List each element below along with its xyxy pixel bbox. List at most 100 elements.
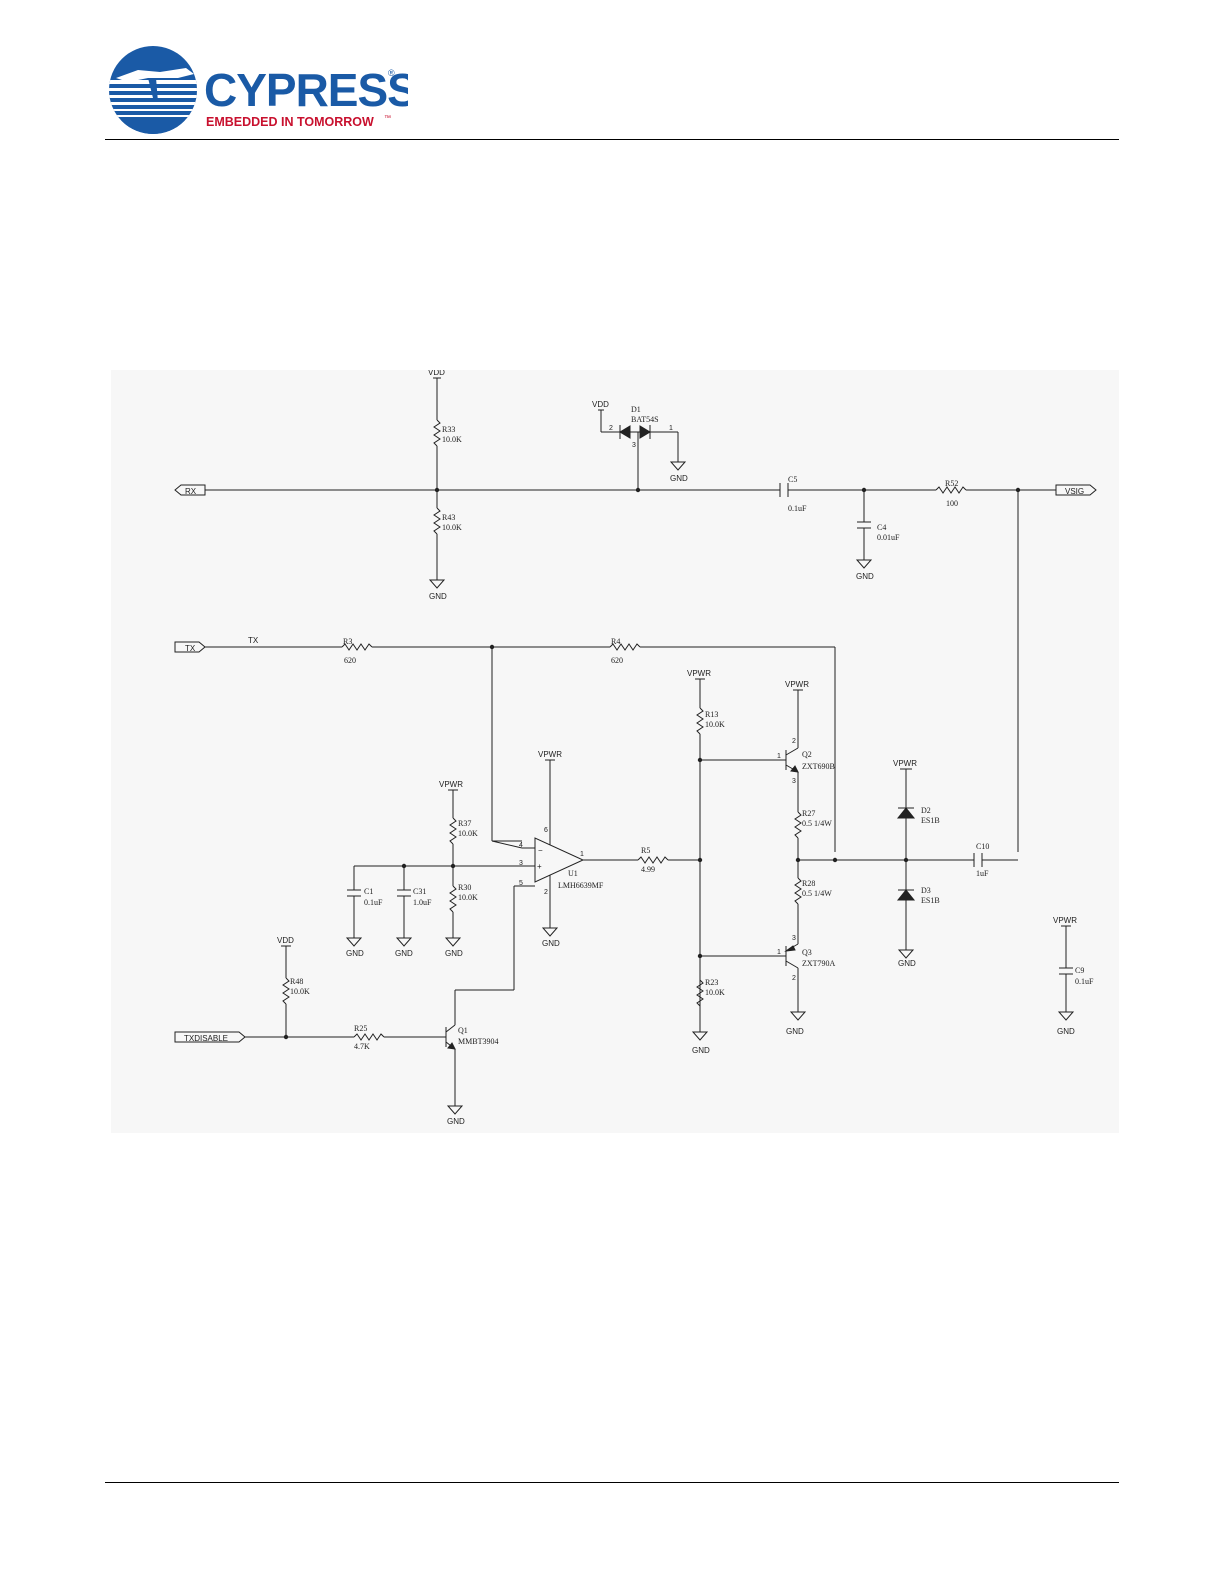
d1-ref: D1 (631, 405, 641, 414)
trademark-mark: ™ (384, 115, 391, 122)
schematic-diagram: RX VSIG TX TXDISABLE TX VDD GND VDD GND … (174, 370, 1097, 1126)
r13-value: 10.0K (705, 720, 725, 729)
transistor-q3 (784, 943, 807, 1021)
c4-ref: C4 (877, 523, 886, 532)
d1-value: BAT54S (631, 415, 659, 424)
u1-ref: U1 (568, 869, 578, 878)
power-gnd-d3: GND (898, 959, 916, 968)
capacitor-c1 (345, 889, 363, 947)
d1-pin1: 1 (669, 425, 673, 432)
q2-value: ZXT690B (802, 762, 835, 771)
r30-value: 10.0K (458, 893, 478, 902)
wire-u1-inv (491, 840, 523, 849)
r43-value: 10.0K (442, 523, 462, 532)
resistor-r3 (341, 643, 373, 651)
resistor-r5 (637, 856, 700, 864)
resistor-r13 (695, 678, 705, 1032)
port-rx (174, 484, 206, 496)
q3-value: ZXT790A (802, 959, 836, 968)
power-gnd-c1: GND (346, 949, 364, 958)
r23-ref: R23 (705, 978, 718, 987)
power-vpwr-u1: VPWR (538, 750, 562, 759)
r28-ref: R28 (802, 879, 815, 888)
r27-value: 0.5 1/4W (802, 819, 832, 828)
q3-ref: Q3 (802, 948, 812, 957)
power-gnd-d1: GND (670, 474, 688, 483)
resistor-r4 (609, 643, 641, 651)
r4-value: 620 (611, 656, 623, 665)
r30-ref: R30 (458, 883, 471, 892)
port-vsig (1055, 484, 1097, 496)
net-tx-label: TX (248, 636, 259, 645)
c10-ref: C10 (976, 842, 989, 851)
power-gnd-q3: GND (786, 1027, 804, 1036)
r3-ref: R3 (343, 637, 352, 646)
resistor-r27 (794, 811, 802, 878)
u1-noninv-symbol: + (537, 862, 542, 871)
q2-pin2: 2 (792, 738, 796, 745)
cypress-logo: CYPRESS ® EMBEDDED IN TOMORROW ™ (108, 44, 418, 136)
c9-ref: C9 (1075, 966, 1084, 975)
c9-value: 0.1uF (1075, 977, 1094, 986)
power-vpwr-c9: VPWR (1053, 916, 1077, 925)
q1-value: MMBT3904 (458, 1037, 498, 1046)
wire-tx (205, 646, 836, 852)
wire-rx (205, 489, 1056, 852)
u1-inv-symbol: − (538, 846, 543, 855)
resistor-r33 (433, 377, 441, 490)
r5-ref: R5 (641, 846, 650, 855)
resistor-r43 (428, 490, 446, 589)
u1-pin6: 6 (544, 827, 548, 834)
power-gnd-r23: GND (692, 1046, 710, 1055)
opamp-u1 (522, 759, 638, 937)
q3-pin1: 1 (777, 949, 781, 956)
port-vsig-label: VSIG (1065, 487, 1084, 496)
resistor-r37 (448, 789, 458, 866)
r52-ref: R52 (945, 479, 958, 488)
u1-value: LMH6639MF (558, 881, 604, 890)
r3-value: 620 (344, 656, 356, 665)
r33-value: 10.0K (442, 435, 462, 444)
power-gnd-q1: GND (447, 1117, 465, 1126)
globe-icon (109, 46, 197, 134)
c1-ref: C1 (364, 887, 373, 896)
capacitor-c31 (395, 866, 413, 947)
c5-value: 0.1uF (788, 504, 807, 513)
r27-ref: R27 (802, 809, 815, 818)
r52-value: 100 (946, 499, 958, 508)
r28-value: 0.5 1/4W (802, 889, 832, 898)
c1-value: 0.1uF (364, 898, 383, 907)
c10-value: 1uF (976, 869, 989, 878)
power-vpwr-d2: VPWR (893, 759, 917, 768)
c4-value: 0.01uF (877, 533, 900, 542)
u1-pin2: 2 (544, 889, 548, 896)
d2-ref: D2 (921, 806, 931, 815)
port-txdisable (174, 1031, 246, 1043)
u1-pin1: 1 (580, 851, 584, 858)
footer-rule (105, 1482, 1119, 1483)
q1-ref: Q1 (458, 1026, 468, 1035)
u1-pin3: 3 (519, 860, 523, 867)
port-tx-label: TX (185, 644, 196, 653)
power-vdd-d1: VDD (592, 400, 609, 409)
resistor-r30 (444, 866, 462, 947)
resistor-r25 (353, 1033, 385, 1041)
cypress-logo-graphic: CYPRESS ® EMBEDDED IN TOMORROW ™ (109, 46, 418, 134)
r5-value: 4.99 (641, 865, 655, 874)
r4-ref: R4 (611, 637, 620, 646)
power-vpwr-q2: VPWR (785, 680, 809, 689)
power-gnd-c4: GND (856, 572, 874, 581)
resistor-r28 (794, 877, 802, 944)
capacitor-c4 (855, 490, 873, 569)
q2-pin1: 1 (777, 753, 781, 760)
brand-name: CYPRESS (204, 64, 408, 116)
r13-ref: R13 (705, 710, 718, 719)
schematic-frame (111, 370, 1119, 1133)
d3-value: ES1B (921, 896, 940, 905)
power-vdd-r48: VDD (277, 936, 294, 945)
diode-d1 (598, 409, 687, 490)
transistor-q1 (445, 885, 522, 1115)
transistor-q2 (785, 689, 803, 812)
diode-d2 (896, 768, 916, 890)
port-txdisable-label: TXDISABLE (184, 1034, 228, 1043)
